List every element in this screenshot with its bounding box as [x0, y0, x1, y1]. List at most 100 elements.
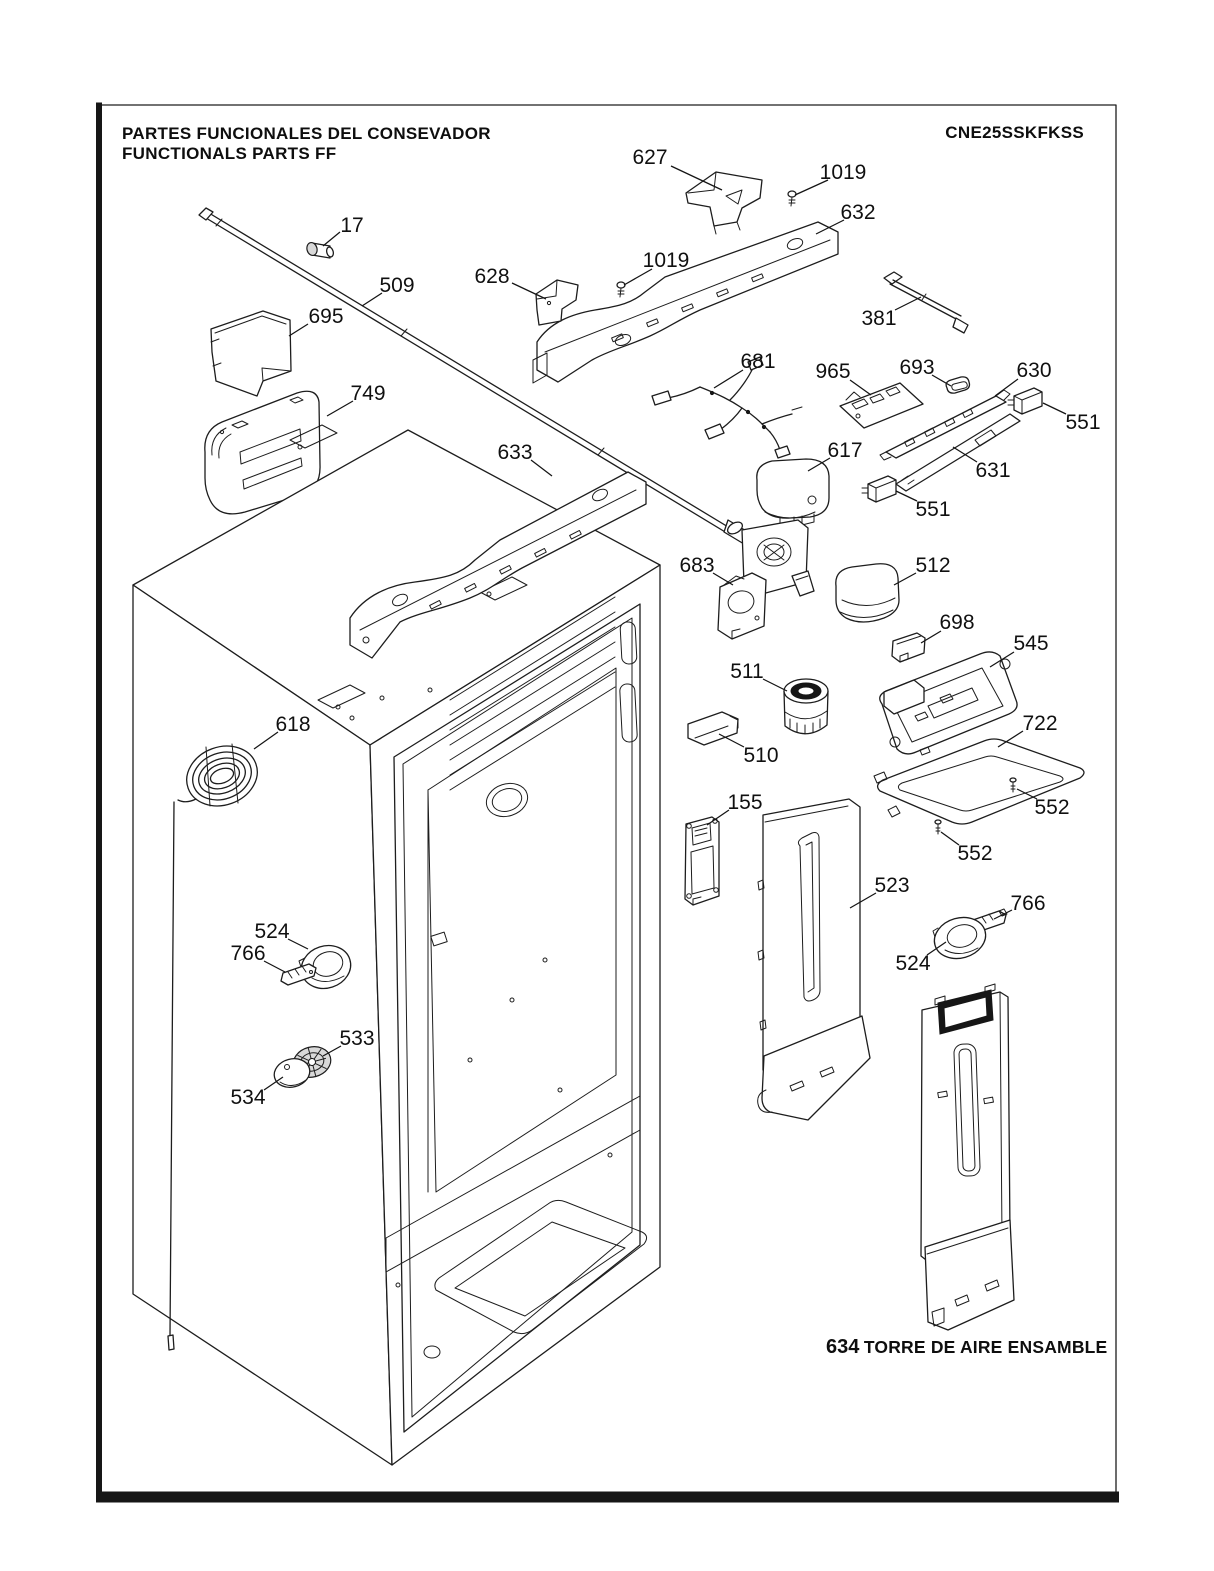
part-766-strip: [280, 963, 317, 986]
caption-text: TORRE DE AIRE ENSAMBLE: [863, 1337, 1108, 1357]
part-label-552-29: 552: [957, 842, 992, 865]
leader-line-1019-2: [794, 179, 829, 196]
part-label-695-7: 695: [308, 305, 343, 328]
leader-line-695-7: [288, 323, 309, 337]
part-label-534-36: 534: [230, 1086, 265, 1109]
part-label-693-12: 693: [899, 356, 934, 379]
part-693-grommet: [945, 376, 971, 394]
part-552-screw: [934, 819, 942, 835]
part-label-632-3: 632: [840, 201, 875, 224]
page-border: [96, 102, 1119, 1503]
leader-line-683-19: [712, 572, 734, 586]
leader-line-749-9: [326, 400, 354, 417]
part-631-cover-strip: [895, 413, 1021, 492]
part-1019-screw: [787, 190, 797, 207]
part-965-board: [839, 382, 924, 429]
leader-line-511-23: [762, 678, 788, 692]
part-17-plug: [306, 241, 335, 259]
leader-line-627-1: [670, 165, 723, 191]
leader-line-534-36: [263, 1076, 284, 1091]
part-label-630-13: 630: [1016, 359, 1051, 382]
part-552-screw: [1009, 777, 1017, 793]
water-funnel-assembly: [723, 519, 815, 597]
part-label-628-4: 628: [474, 265, 509, 288]
leader-line-628-4: [511, 282, 547, 300]
title-line-1: PARTES FUNCIONALES DEL CONSEVADOR: [122, 124, 491, 143]
caption-part-number: 634: [826, 1336, 860, 1358]
leader-line-617-16: [807, 457, 831, 472]
part-label-631-17: 631: [975, 459, 1010, 482]
leader-line-155-28: [706, 809, 730, 826]
part-label-510-25: 510: [743, 744, 778, 767]
part-label-509-6: 509: [379, 274, 414, 297]
leader-line-524-32: [926, 941, 947, 956]
part-534-disc: [273, 1058, 311, 1088]
leader-line-766-34: [263, 960, 286, 973]
part-label-17-0: 17: [340, 214, 363, 237]
leader-line-551-14: [1042, 402, 1067, 415]
leader-line-631-17: [952, 446, 978, 463]
page-title: PARTES FUNCIONALES DEL CONSEVADOR FUNCTI…: [122, 124, 491, 164]
part-label-722-24: 722: [1022, 712, 1057, 735]
part-683-bracket: [717, 572, 767, 640]
part-label-698-21: 698: [939, 611, 974, 634]
part-512-cover: [835, 563, 900, 623]
part-551-relay: [1007, 387, 1043, 415]
part-722-tray: [873, 738, 1085, 825]
leader-line-510-25: [718, 733, 745, 748]
part-627-clip: [685, 171, 763, 235]
part-1019-screw: [616, 281, 626, 298]
part-label-766-31: 766: [1010, 892, 1045, 915]
leader-line-533-35: [322, 1045, 342, 1057]
part-632-rail: [532, 221, 839, 384]
leader-line-766-31: [993, 909, 1013, 920]
leader-line-698-21: [920, 630, 942, 644]
part-label-511-23: 511: [730, 660, 763, 683]
part-label-633-15: 633: [497, 441, 532, 464]
part-label-552-27: 552: [1034, 796, 1069, 819]
model-number: CNE25SSKFKSS: [945, 123, 1084, 142]
part-545-mounting-plate: [879, 651, 1018, 756]
leader-line-693-12: [931, 374, 952, 387]
leader-line-545-22: [989, 651, 1015, 668]
part-551-relay: [861, 475, 897, 503]
leader-line-965-11: [849, 379, 872, 396]
leader-line-524-33: [287, 938, 309, 950]
part-label-749-9: 749: [350, 382, 385, 405]
leader-line-633-15: [530, 459, 553, 477]
part-label-545-22: 545: [1013, 632, 1048, 655]
part-label-618-26: 618: [275, 713, 310, 736]
part-155-board: [684, 816, 720, 906]
part-523-duct-panel: [757, 798, 871, 1121]
leader-line-552-27: [1016, 788, 1038, 800]
part-label-524-32: 524: [895, 952, 930, 975]
leader-line-618-26: [253, 731, 279, 750]
part-633-rail: [349, 471, 647, 659]
leader-line-523-30: [849, 892, 877, 909]
part-label-1019-2: 1019: [820, 161, 867, 184]
part-label-617-16: 617: [827, 439, 862, 462]
refrigerator-cabinet: [132, 424, 661, 1466]
leader-line-381-8: [894, 296, 922, 311]
part-label-512-20: 512: [915, 554, 950, 577]
part-617-auger-motor: [756, 458, 830, 529]
part-698-box: [891, 632, 926, 663]
part-label-681-10: 681: [740, 350, 775, 373]
part-label-155-28: 155: [727, 791, 762, 814]
part-label-683-19: 683: [679, 554, 714, 577]
part-381-tube: [883, 271, 969, 334]
part-label-381-8: 381: [861, 307, 896, 330]
leader-line-551-18: [895, 490, 918, 502]
part-label-533-35: 533: [339, 1027, 374, 1050]
part-524-escutcheon: [932, 916, 987, 960]
leader-line-17-0: [322, 231, 341, 247]
part-label-965-11: 965: [815, 360, 850, 383]
leader-line-1019-5: [623, 268, 653, 286]
part-label-766-34: 766: [230, 942, 265, 965]
title-line-2: FUNCTIONALS PARTS FF: [122, 144, 337, 163]
part-label-523-30: 523: [874, 874, 909, 897]
part-label-551-14: 551: [1065, 411, 1100, 434]
